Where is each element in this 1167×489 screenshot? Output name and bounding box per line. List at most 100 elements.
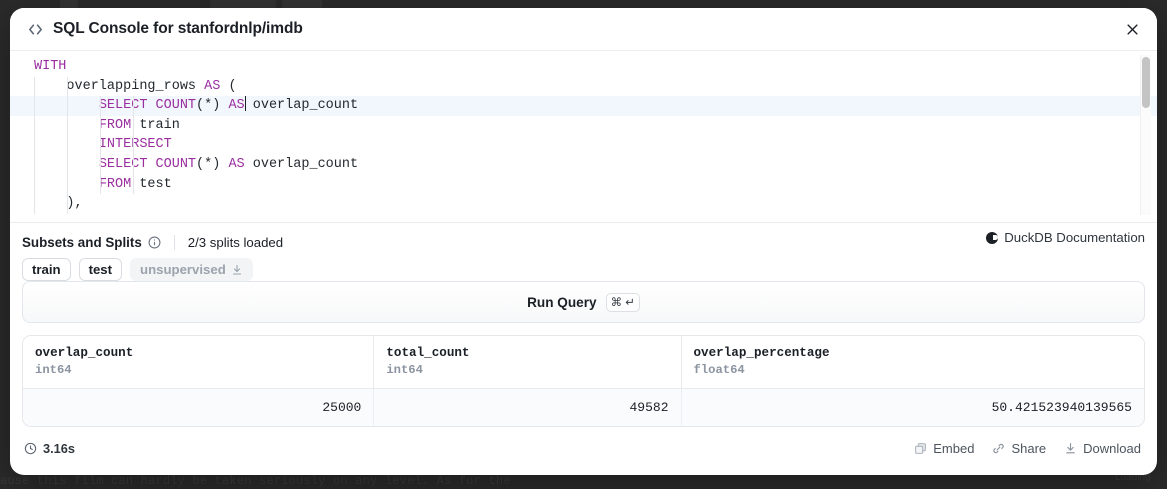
info-icon[interactable] [148, 236, 161, 249]
query-elapsed-time: 3.16s [24, 441, 75, 456]
indent-guide [67, 76, 68, 97]
embed-label: Embed [933, 440, 975, 456]
code-token [147, 98, 155, 113]
split-chip-unsupervised[interactable]: unsupervised [130, 258, 253, 281]
code-token: test [131, 176, 172, 192]
indent-guide [100, 135, 101, 155]
sql-editor-content[interactable]: WITH overlapping_rows AS ( SELECT COUNT(… [10, 51, 1157, 222]
code-line[interactable]: ), [10, 194, 1157, 214]
link-icon [992, 442, 1005, 455]
code-token: SELECT [98, 98, 148, 114]
code-token: AS [204, 78, 221, 94]
run-query-button[interactable]: Run Query ⌘ ↵ [22, 281, 1145, 323]
download-label: Download [1083, 440, 1141, 456]
download-icon [1064, 442, 1077, 455]
code-line[interactable]: SELECT COUNT(*) AS overlap_count [10, 154, 1157, 175]
split-chip-test[interactable]: test [78, 258, 123, 281]
indent-guide [34, 154, 35, 175]
share-button[interactable]: Share [992, 441, 1046, 456]
column-name: overlap_count [35, 346, 134, 360]
results-footer: 3.16s Embed Share Download [10, 431, 1157, 465]
code-line[interactable]: FROM train [10, 115, 1157, 136]
table-cell: 49582 [373, 388, 682, 426]
elapsed-label: 3.16s [43, 440, 76, 456]
code-line[interactable]: FROM test [10, 174, 1157, 195]
close-button[interactable] [1119, 16, 1145, 42]
code-token: (*) [196, 98, 229, 114]
code-line[interactable]: overlapping_rows AS ( [10, 76, 1157, 97]
modal-header: SQL Console for stanfordnlp/imdb [10, 8, 1157, 51]
close-icon [1125, 22, 1140, 37]
share-label: Share [1011, 440, 1047, 456]
indent-guide [133, 135, 134, 155]
indent-guide [133, 154, 134, 175]
code-line[interactable]: INTERSECT [10, 135, 1157, 155]
indent-guide [67, 154, 68, 175]
clock-icon [24, 442, 37, 455]
indent-guide [34, 76, 35, 97]
split-chip-label: unsupervised [140, 262, 226, 277]
sql-editor[interactable]: WITH overlapping_rows AS ( SELECT COUNT(… [10, 51, 1157, 223]
copy-icon [914, 442, 927, 455]
code-token: overlap_count [244, 98, 359, 114]
split-chip-label: test [88, 262, 113, 277]
code-token: (*) [196, 156, 229, 172]
table-cell: 25000 [23, 388, 375, 426]
split-chip-train[interactable]: train [22, 258, 71, 281]
download-icon[interactable] [231, 264, 243, 276]
indent-guide [67, 174, 68, 195]
code-token: ( [220, 78, 237, 94]
editor-scrollbar-thumb[interactable] [1142, 57, 1150, 108]
subsets-header-row: Subsets and Splits 2/3 splits loaded Duc… [22, 223, 1145, 257]
indent-guide [133, 115, 134, 136]
indent-guide [34, 96, 35, 116]
code-line[interactable]: WITH [10, 57, 1157, 77]
indent-guide [100, 154, 101, 175]
run-query-section: Run Query ⌘ ↵ [10, 281, 1157, 323]
footer-action-list: Embed Share Download [914, 441, 1141, 456]
code-token: ), [34, 196, 83, 212]
results-column-header[interactable]: overlap_count int64 [23, 336, 375, 389]
duckdb-documentation-link[interactable]: DuckDB Documentation [986, 230, 1145, 245]
subsets-and-splits-bar: Subsets and Splits 2/3 splits loaded Duc… [10, 223, 1157, 281]
code-token: COUNT [155, 156, 197, 172]
column-name: overlap_percentage [693, 346, 830, 360]
indent-guide [133, 174, 134, 195]
indent-guide [100, 96, 101, 116]
indent-guide [67, 194, 68, 214]
indent-guide [34, 194, 35, 214]
code-token: overlap_count [244, 156, 359, 172]
run-query-label: Run Query [527, 294, 597, 310]
code-line[interactable]: SELECT COUNT(*) AS overlap_count [10, 96, 1157, 116]
code-token: COUNT [155, 98, 197, 114]
background-page-text-right: Loading [1115, 472, 1151, 483]
text-cursor [244, 96, 246, 112]
code-token: SELECT [98, 156, 148, 172]
indent-guide [133, 96, 134, 116]
column-type: int64 [35, 363, 72, 377]
split-chip-label: train [32, 262, 61, 277]
background-toolbar-ghost [60, 0, 360, 9]
embed-button[interactable]: Embed [914, 441, 974, 456]
subsets-title: Subsets and Splits [22, 234, 142, 250]
code-token: INTERSECT [98, 137, 172, 153]
page-title: SQL Console for stanfordnlp/imdb [53, 20, 303, 37]
column-name: total_count [386, 346, 470, 360]
download-button[interactable]: Download [1064, 441, 1141, 456]
code-token: AS [228, 156, 245, 172]
indent-guide [67, 96, 68, 116]
duckdb-logo-icon [986, 231, 999, 244]
table-cell: 50.421523940139565 [681, 388, 1144, 426]
editor-scrollbar-track[interactable] [1140, 55, 1151, 215]
indent-guide [34, 174, 35, 195]
code-token [147, 157, 155, 172]
duckdb-documentation-label: DuckDB Documentation [1004, 230, 1145, 245]
divider [173, 234, 175, 250]
